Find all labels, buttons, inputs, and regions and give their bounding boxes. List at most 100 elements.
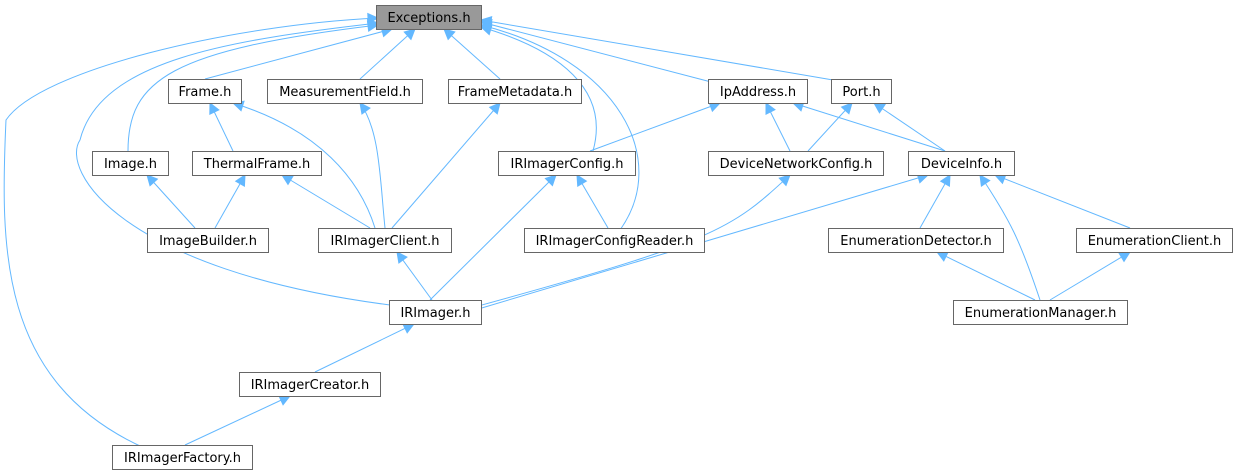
edge-line (792, 102, 946, 152)
node-box[interactable] (831, 79, 892, 104)
node-exceptions[interactable]: Exceptions.h (376, 5, 482, 30)
node-box[interactable] (908, 151, 1015, 176)
edge-arrowhead (403, 28, 416, 41)
edge-irimagerclient-to-measurementfield (359, 102, 386, 229)
node-irimagercreator[interactable]: IRImagerCreator.h (239, 372, 381, 397)
edge-arrowhead (359, 102, 371, 115)
node-label: Port.h (842, 85, 880, 100)
edge-arrowhead (146, 174, 159, 187)
node-enumerationclient[interactable]: EnumerationClient.h (1076, 228, 1233, 253)
edge-line (76, 22, 391, 306)
edge-line (480, 24, 640, 231)
edge-arrowhead (488, 102, 501, 115)
node-label: IRImagerFactory.h (124, 451, 241, 466)
edge-irimagerclient-to-thermalframe (281, 174, 371, 229)
edge-line (480, 19, 834, 81)
node-box[interactable] (828, 228, 1004, 253)
node-box[interactable] (267, 79, 423, 104)
node-framemetadata[interactable]: FrameMetadata.h (448, 79, 582, 104)
node-box[interactable] (239, 372, 381, 397)
node-box[interactable] (168, 79, 242, 104)
node-box[interactable] (147, 228, 269, 253)
edge-arrowhead (935, 251, 949, 262)
node-box[interactable] (389, 300, 482, 325)
edge-arrowhead (840, 102, 853, 115)
edges-layer (3, 12, 1131, 447)
edge-irimagerfactory-to-exceptions (3, 12, 380, 447)
node-label: EnumerationClient.h (1088, 234, 1222, 249)
node-box[interactable] (92, 151, 169, 176)
node-label: MeasurementField.h (279, 85, 411, 100)
node-box[interactable] (708, 151, 884, 176)
node-ipaddress[interactable]: IpAddress.h (708, 79, 808, 104)
edge-arrowhead (765, 102, 776, 115)
node-label: IRImagerClient.h (331, 234, 440, 249)
node-box[interactable] (524, 228, 705, 253)
edge-line (873, 102, 946, 152)
node-box[interactable] (318, 228, 452, 253)
edge-line (1049, 251, 1131, 301)
node-deviceinfo[interactable]: DeviceInfo.h (908, 151, 1015, 176)
node-box[interactable] (112, 445, 253, 470)
edge-framemetadata-to-exceptions (443, 28, 501, 80)
node-port[interactable]: Port.h (831, 79, 892, 104)
edge-imagebuilder-to-thermalframe (214, 174, 246, 229)
node-box[interactable] (376, 5, 482, 30)
node-frame[interactable]: Frame.h (168, 79, 242, 104)
edge-line (232, 102, 376, 229)
edge-line (443, 28, 501, 80)
edge-line (480, 26, 597, 152)
edge-line (127, 24, 379, 152)
node-devicenetworkconfig[interactable]: DeviceNetworkConfig.h (708, 151, 884, 176)
edge-measurementfield-to-exceptions (359, 28, 416, 80)
edge-irimagerfactory-to-irimagercreator (184, 395, 292, 446)
edge-line (314, 323, 415, 373)
edge-ipaddress-to-exceptions (479, 19, 716, 84)
edge-line (994, 174, 1131, 229)
node-label: IRImagerCreator.h (251, 378, 370, 393)
edge-irimagerclient-to-framemetadata (391, 102, 501, 229)
edge-arrowhead (778, 174, 791, 187)
node-measurementfield[interactable]: MeasurementField.h (267, 79, 423, 104)
edge-arrowhead (209, 101, 220, 115)
node-label: DeviceNetworkConfig.h (720, 157, 873, 172)
node-box[interactable] (498, 151, 636, 176)
node-irimagerfactory[interactable]: IRImagerFactory.h (112, 445, 253, 470)
edge-line (184, 395, 291, 446)
node-label: DeviceInfo.h (921, 157, 1002, 172)
node-box[interactable] (1076, 228, 1233, 253)
edge-arrowhead (576, 174, 588, 187)
node-irimagerclient[interactable]: IRImagerClient.h (318, 228, 452, 253)
node-irimagerconfigreader[interactable]: IRImagerConfigReader.h (524, 228, 705, 253)
edge-arrowhead (979, 174, 991, 187)
node-enumerationmanager[interactable]: EnumerationManager.h (953, 300, 1128, 325)
edge-enumerationmanager-to-enumerationclient (1049, 251, 1131, 301)
edge-arrowhead (234, 174, 246, 187)
edge-line (391, 102, 501, 229)
edge-line (936, 251, 1036, 301)
edge-line (204, 28, 393, 80)
node-image[interactable]: Image.h (92, 151, 169, 176)
edge-line (359, 102, 386, 229)
node-label: ImageBuilder.h (159, 234, 257, 249)
edge-arrowhead (443, 28, 456, 41)
edge-arrowhead (873, 102, 886, 114)
node-thermalframe[interactable]: ThermalFrame.h (192, 151, 322, 176)
edge-enumerationclient-to-deviceinfo (993, 173, 1131, 229)
node-box[interactable] (448, 79, 582, 104)
edge-enumerationmanager-to-deviceinfo (979, 174, 1041, 301)
edge-devicenetworkconfig-to-ipaddress (765, 102, 791, 152)
edge-imagebuilder-to-image (146, 174, 196, 229)
node-box[interactable] (192, 151, 322, 176)
node-enumerationdetector[interactable]: EnumerationDetector.h (828, 228, 1004, 253)
edge-arrowhead (281, 174, 294, 186)
edge-port-to-exceptions (479, 16, 834, 81)
node-box[interactable] (953, 300, 1128, 325)
edge-line (429, 174, 557, 301)
node-imagebuilder[interactable]: ImageBuilder.h (147, 228, 269, 253)
node-irimager[interactable]: IRImager.h (389, 300, 482, 325)
edge-arrowhead (402, 323, 416, 334)
node-irimagerconfig[interactable]: IRImagerConfig.h (498, 151, 636, 176)
node-box[interactable] (708, 79, 808, 104)
